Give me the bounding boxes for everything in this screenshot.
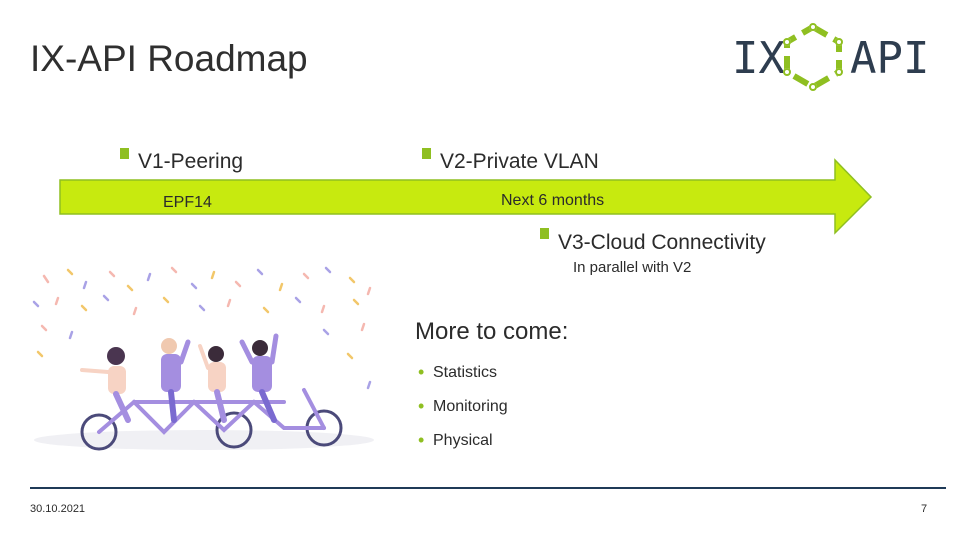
milestone-v1-label: V1-Peering	[138, 150, 244, 173]
riders	[80, 333, 279, 423]
hexagon-ring-icon	[783, 23, 843, 91]
bullet-icon: •	[418, 396, 425, 416]
list-item: •Monitoring	[418, 396, 508, 416]
team-tandem-bicycle-illustration	[32, 266, 374, 451]
bullet-icon: •	[418, 430, 425, 450]
list-item: •Statistics	[418, 362, 498, 382]
list-item: •Physical	[418, 430, 493, 450]
bullet-icon: •	[418, 362, 425, 382]
milestone-v1-sub: EPF14	[163, 194, 212, 211]
milestone-v2-sub: Next 6 months	[501, 192, 605, 209]
milestone-v3-label: V3-Cloud Connectivity	[558, 231, 766, 254]
logo-text-left: IX	[732, 33, 785, 84]
footer-date: 30.10.2021	[30, 503, 86, 515]
bicycle-frame	[97, 388, 326, 435]
footer-divider	[30, 487, 946, 489]
more-list: •Statistics •Monitoring •Physical	[418, 363, 508, 465]
slide-title: IX-API Roadmap	[30, 38, 308, 79]
confetti	[32, 266, 372, 390]
page-number: 7	[921, 503, 928, 515]
milestone-bullet	[422, 148, 431, 159]
milestone-bullet	[120, 148, 129, 159]
logo-text-right: API	[850, 33, 929, 84]
milestone-bullet	[540, 228, 549, 239]
more-heading: More to come:	[415, 318, 569, 345]
milestone-v3-sub: In parallel with V2	[573, 259, 692, 276]
ix-api-logo: IX API	[728, 22, 942, 97]
milestone-v2-label: V2-Private VLAN	[440, 150, 599, 173]
bicycle-wheels	[80, 409, 343, 451]
